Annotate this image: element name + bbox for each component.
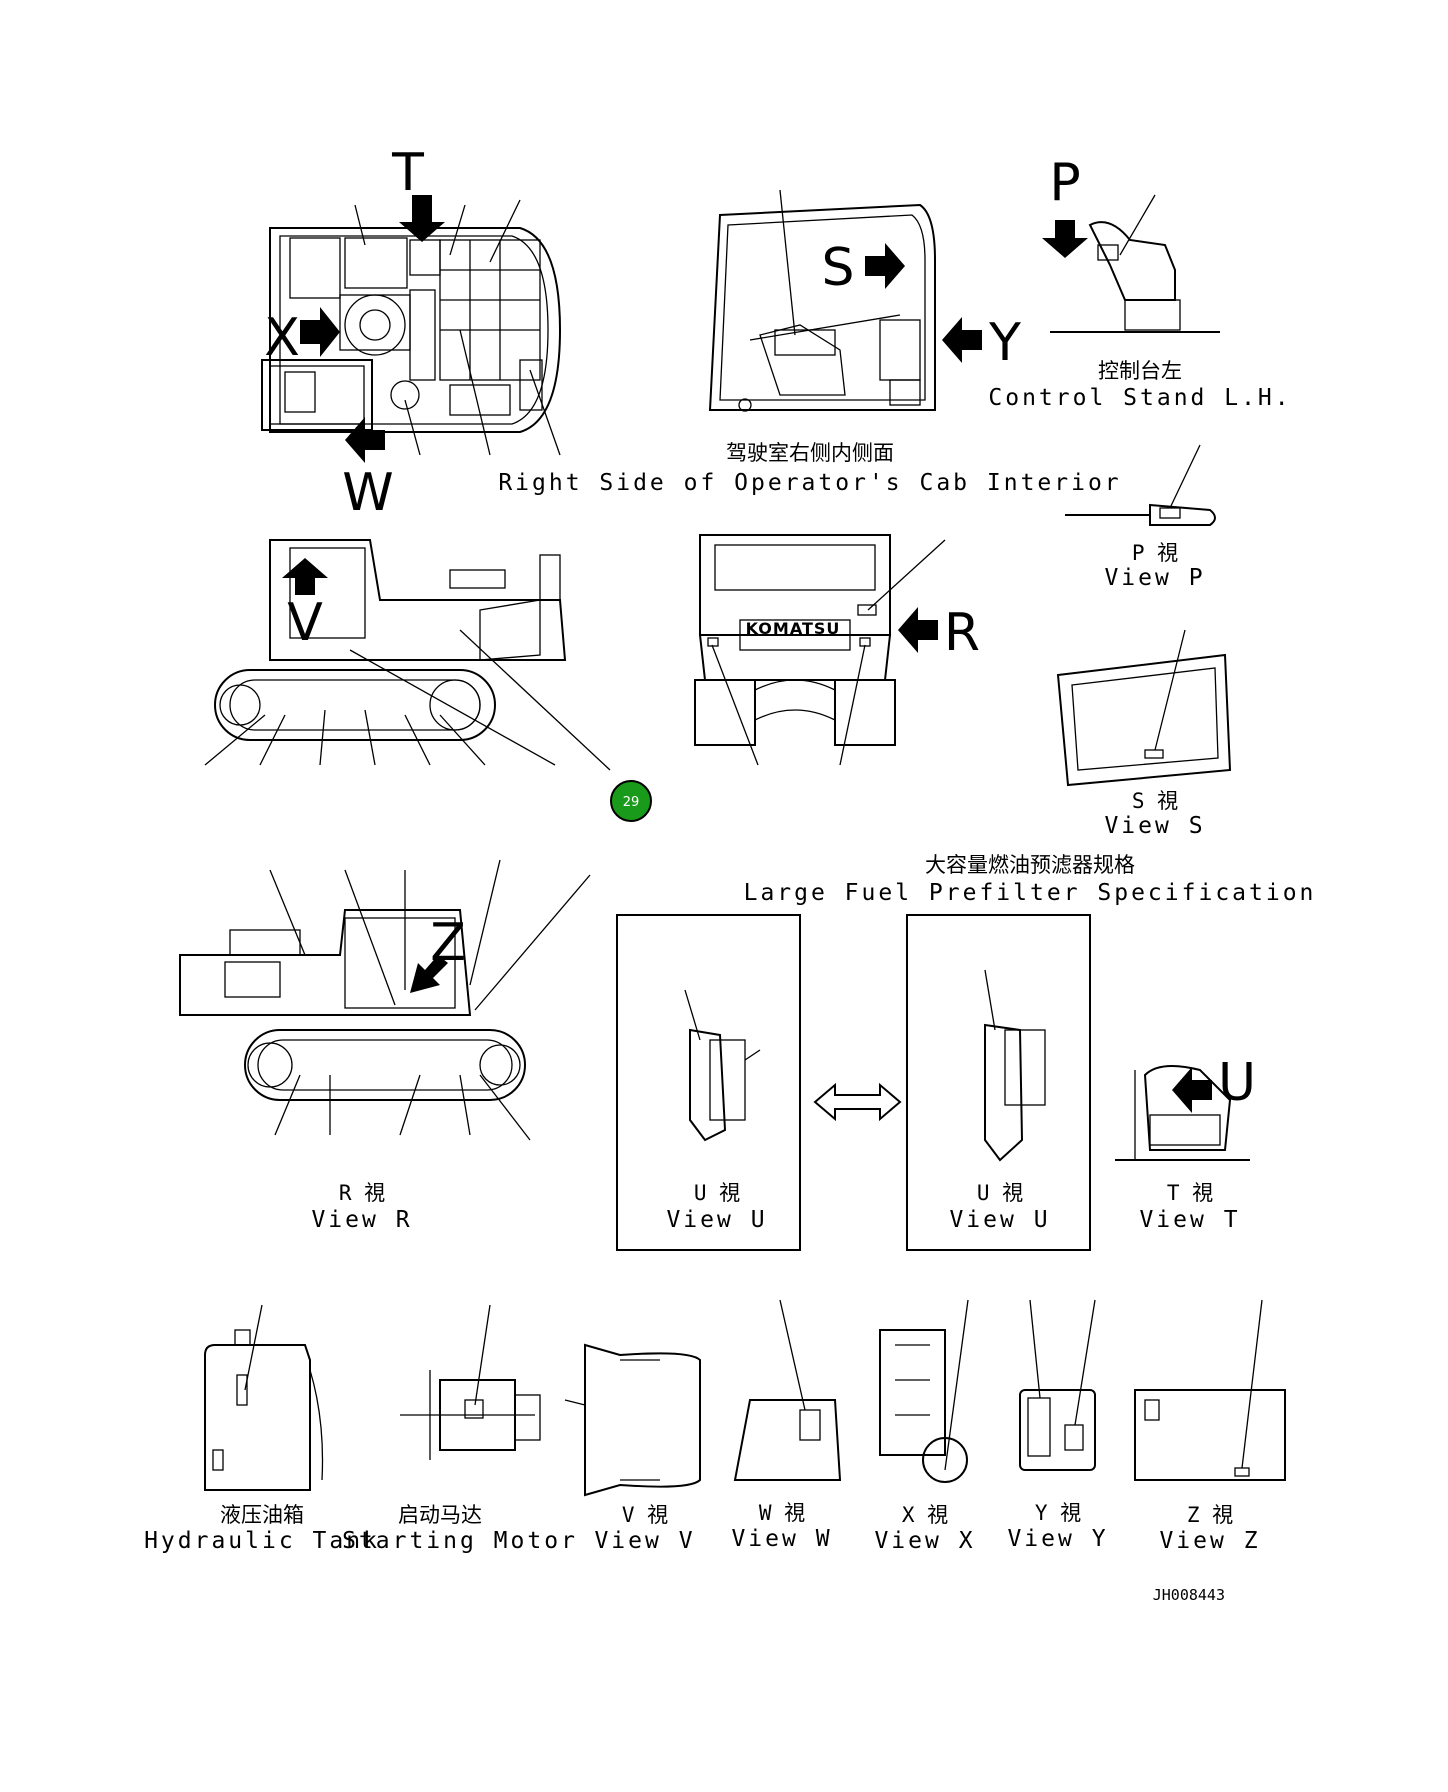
control-stand-illustration: P bbox=[1042, 153, 1220, 333]
brand-label: KOMATSU bbox=[746, 619, 841, 638]
caption-view-v-en: View V bbox=[594, 1528, 695, 1554]
caption-control-stand-cn: 控制台左 bbox=[1098, 359, 1182, 383]
callout-29[interactable]: 29 bbox=[610, 780, 652, 822]
excavator-side-view-left bbox=[214, 539, 567, 741]
caption-view-u2-en: View U bbox=[949, 1207, 1050, 1233]
view-z-illustration bbox=[1134, 1299, 1286, 1481]
leaders-rear-view bbox=[711, 539, 946, 766]
caption-view-x-cn: X 視 bbox=[902, 1503, 948, 1527]
caption-view-u1-cn: U 視 bbox=[694, 1181, 740, 1205]
arrow-z: Z bbox=[410, 913, 466, 993]
letter-u: U bbox=[1218, 1053, 1256, 1113]
arrow-s: S bbox=[821, 238, 905, 298]
caption-view-v-cn: V 視 bbox=[622, 1503, 668, 1527]
caption-view-r-en: View R bbox=[311, 1207, 412, 1233]
rear-view-illustration bbox=[694, 534, 896, 746]
caption-view-w-cn: W 視 bbox=[759, 1501, 805, 1525]
caption-view-w-en: View W bbox=[731, 1526, 832, 1552]
letter-y: Y bbox=[988, 313, 1021, 373]
arrow-r: R bbox=[898, 603, 980, 663]
view-u-box-1 bbox=[616, 914, 801, 1251]
view-u-box-2 bbox=[906, 914, 1091, 1251]
double-arrow-icon bbox=[813, 1082, 902, 1122]
letter-v: V bbox=[287, 593, 323, 653]
letter-w: W bbox=[342, 463, 393, 523]
leaders-right-excavator bbox=[269, 859, 591, 1141]
drawing-id: JH008443 bbox=[1153, 1586, 1225, 1604]
leaders-left-excavator bbox=[204, 629, 611, 771]
caption-view-z-en: View Z bbox=[1159, 1528, 1260, 1554]
caption-view-x-en: View X bbox=[874, 1528, 975, 1554]
view-v-illustration bbox=[564, 1343, 701, 1497]
arrow-w: W bbox=[342, 417, 394, 523]
arrow-t: T bbox=[391, 143, 445, 242]
starting-motor-illustration bbox=[400, 1304, 541, 1460]
caption-view-u2-cn: U 視 bbox=[977, 1181, 1023, 1205]
view-w-illustration bbox=[733, 1299, 842, 1481]
caption-view-u1-en: View U bbox=[666, 1207, 767, 1233]
caption-view-y-en: View Y bbox=[1007, 1526, 1108, 1552]
letter-s: S bbox=[821, 238, 854, 298]
cab-interior-illustration bbox=[708, 189, 936, 412]
caption-prefilter-en: Large Fuel Prefilter Specification bbox=[744, 880, 1317, 906]
arrow-x: X bbox=[264, 307, 340, 368]
caption-start-motor-cn: 启动马达 bbox=[398, 1503, 482, 1527]
callout-number: 29 bbox=[623, 795, 640, 810]
view-s-illustration bbox=[1056, 629, 1232, 787]
caption-view-t-en: View T bbox=[1139, 1207, 1240, 1233]
caption-view-y-cn: Y 視 bbox=[1035, 1501, 1081, 1525]
caption-view-t-cn: T 視 bbox=[1167, 1181, 1213, 1205]
caption-hyd-tank-cn: 液压油箱 bbox=[220, 1503, 304, 1527]
letter-x: X bbox=[264, 308, 300, 368]
view-x-illustration bbox=[879, 1299, 969, 1483]
caption-control-stand-en: Control Stand L.H. bbox=[988, 385, 1291, 411]
view-p-illustration bbox=[1065, 444, 1216, 526]
letter-t: T bbox=[391, 143, 424, 203]
letter-p: P bbox=[1049, 153, 1080, 213]
caption-view-s-en: View S bbox=[1104, 813, 1205, 839]
arrow-v: V bbox=[282, 558, 328, 653]
caption-view-z-cn: Z 視 bbox=[1187, 1503, 1233, 1527]
caption-view-s-cn: S 視 bbox=[1132, 789, 1178, 813]
caption-cab-interior-en: Right Side of Operator's Cab Interior bbox=[498, 470, 1121, 496]
caption-view-p-en: View P bbox=[1104, 565, 1205, 591]
view-y-illustration bbox=[1019, 1299, 1096, 1471]
caption-prefilter-cn: 大容量燃油预滤器规格 bbox=[925, 853, 1135, 877]
caption-hyd-tank-en: Hydraulic Tank bbox=[144, 1528, 380, 1554]
view-t-illustration: U bbox=[1115, 1053, 1256, 1161]
excavator-side-view-right bbox=[179, 909, 526, 1101]
hydraulic-tank-illustration bbox=[204, 1304, 324, 1491]
letter-r: R bbox=[944, 603, 980, 663]
caption-view-p-cn: P 視 bbox=[1132, 541, 1178, 565]
caption-view-r-cn: R 視 bbox=[339, 1181, 385, 1205]
caption-start-motor-en: Starting Motor bbox=[342, 1528, 578, 1554]
top-view-upper-structure bbox=[261, 199, 562, 456]
caption-cab-interior-cn: 驾驶室右侧内侧面 bbox=[726, 441, 894, 465]
arrow-y: Y bbox=[942, 313, 1021, 373]
